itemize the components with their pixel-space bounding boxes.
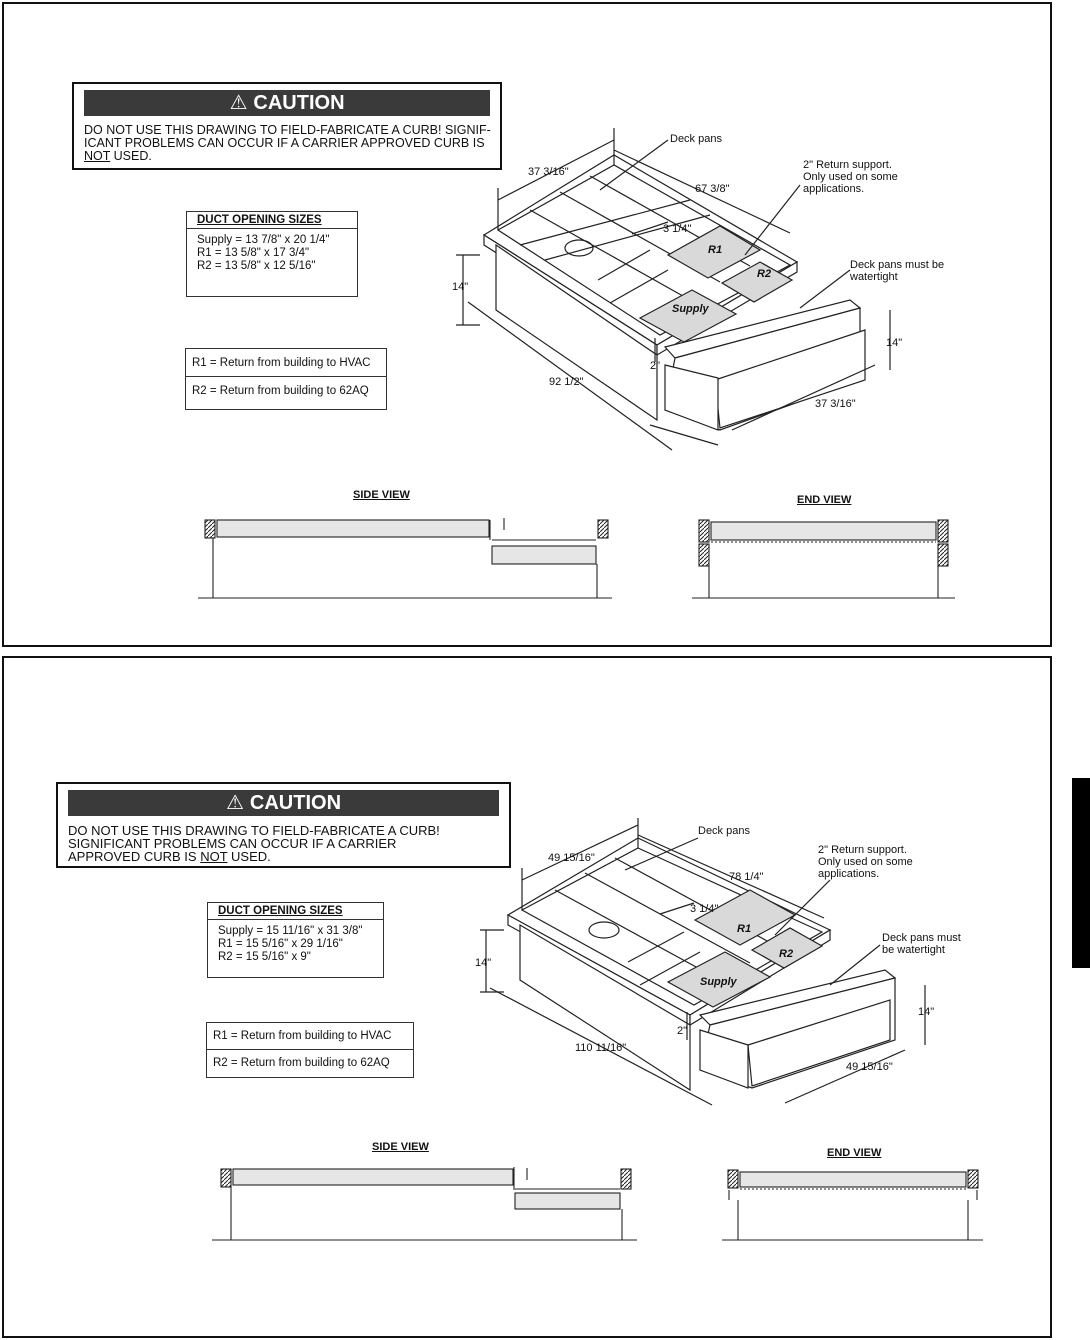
- top-supply-opening: [638, 289, 738, 343]
- r2-label: R2: [757, 268, 772, 280]
- top-caution-box: ⚠CAUTION DO NOT USE THIS DRAWING TO FIEL…: [72, 82, 502, 170]
- side-view-title: SIDE VIEW: [353, 489, 410, 501]
- deck-pans-label: Deck pans: [670, 133, 722, 145]
- dimension-width: 49 15/16": [548, 852, 595, 864]
- supply-label: Supply: [700, 976, 737, 988]
- dimension-step: 2": [677, 1025, 688, 1037]
- return-support-label: 2" Return support. Only used on some app…: [803, 159, 898, 195]
- bottom-supply-opening: [666, 951, 772, 1008]
- end-view-title: END VIEW: [827, 1147, 882, 1159]
- dimension-ext-width: 37 3/16": [815, 398, 856, 410]
- section-edge-tab: [1072, 778, 1090, 968]
- dimension-height: 14": [452, 281, 469, 293]
- dimension-step: 2": [650, 360, 661, 372]
- warning-triangle-icon: ⚠: [229, 92, 248, 114]
- caution-text: DO NOT USE THIS DRAWING TO FIELD-FABRICA…: [84, 123, 491, 163]
- side-view-title: SIDE VIEW: [372, 1141, 429, 1153]
- caution-text: DO NOT USE THIS DRAWING TO FIELD-FABRICA…: [68, 823, 440, 864]
- dimension-depth: 78 1/4": [729, 871, 764, 883]
- deck-pans-label: Deck pans: [698, 825, 750, 837]
- dimension-length: 110 11/16": [575, 1042, 627, 1054]
- bottom-isometric-curb: [480, 818, 926, 1106]
- top-end-view: [692, 519, 955, 599]
- dimension-height: 14": [475, 957, 492, 969]
- top-isometric-curb: [456, 128, 891, 451]
- dimension-offset: 3 1/4": [690, 903, 719, 915]
- warning-triangle-icon: ⚠: [225, 792, 244, 814]
- r1-label: R1: [708, 244, 723, 256]
- caution-header: ⚠CAUTION: [68, 790, 499, 816]
- return-support-label: 2" Return support. Only used on some app…: [818, 844, 913, 880]
- dimension-height-ext: 14": [918, 1006, 935, 1018]
- bottom-duct-sizes-box: DUCT OPENING SIZES Supply = 15 11/16" x …: [207, 902, 384, 978]
- top-side-view: [198, 518, 612, 599]
- dimension-depth: 67 3/8": [695, 183, 730, 195]
- top-duct-sizes-box: DUCT OPENING SIZES Supply = 13 7/8" x 20…: [186, 211, 358, 297]
- top-r2-opening: [720, 261, 794, 303]
- top-r1-opening: [666, 225, 762, 279]
- dimension-offset: 3 1/4": [663, 223, 692, 235]
- bottom-legend-box: R1 = Return from building to HVAC R2 = R…: [206, 1022, 414, 1078]
- dimension-ext-width: 49 15/16": [846, 1061, 893, 1073]
- top-legend-box: R1 = Return from building to HVAC R2 = R…: [185, 348, 387, 410]
- caution-header: ⚠CAUTION: [84, 90, 490, 116]
- supply-label: Supply: [672, 303, 709, 315]
- bottom-caution-box: ⚠CAUTION DO NOT USE THIS DRAWING TO FIEL…: [56, 782, 511, 868]
- bottom-end-view: [722, 1169, 983, 1241]
- bottom-r2-opening: [750, 927, 824, 969]
- r1-label: R1: [737, 923, 752, 935]
- dimension-height-ext: 14": [886, 337, 903, 349]
- end-view-title: END VIEW: [797, 494, 852, 506]
- bottom-side-view: [212, 1167, 637, 1241]
- r2-label: R2: [779, 948, 794, 960]
- watertight-label: Deck pans must be watertight: [850, 259, 945, 283]
- dimension-width: 37 3/16": [528, 166, 569, 178]
- watertight-label: Deck pans must be watertight: [882, 932, 961, 956]
- dimension-length: 92 1/2": [549, 376, 584, 388]
